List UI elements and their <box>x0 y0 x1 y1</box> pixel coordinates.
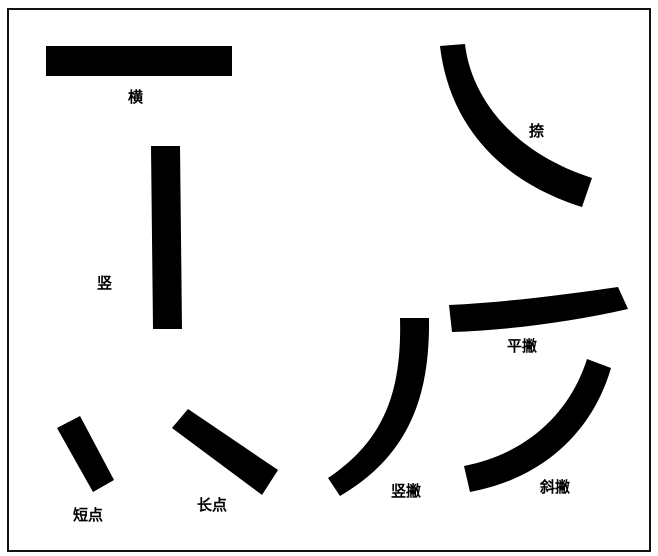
duandian-stroke <box>57 416 114 492</box>
xiepie-stroke <box>464 359 611 492</box>
pingpie-stroke <box>449 287 628 332</box>
duandian-label: 短点 <box>73 506 104 524</box>
pingpie-label: 平撇 <box>507 337 538 355</box>
na-label: 捺 <box>529 122 545 140</box>
xiepie-label: 斜撇 <box>540 478 571 496</box>
shupie-label: 竖撇 <box>391 482 422 500</box>
na-stroke <box>440 44 592 207</box>
changdian-stroke <box>172 409 278 495</box>
heng-stroke <box>46 46 232 76</box>
heng-label: 横 <box>128 88 144 106</box>
shu-stroke <box>151 146 182 329</box>
shu-label: 竖 <box>97 274 113 292</box>
shupie-stroke <box>328 318 430 496</box>
changdian-label: 长点 <box>197 496 228 514</box>
